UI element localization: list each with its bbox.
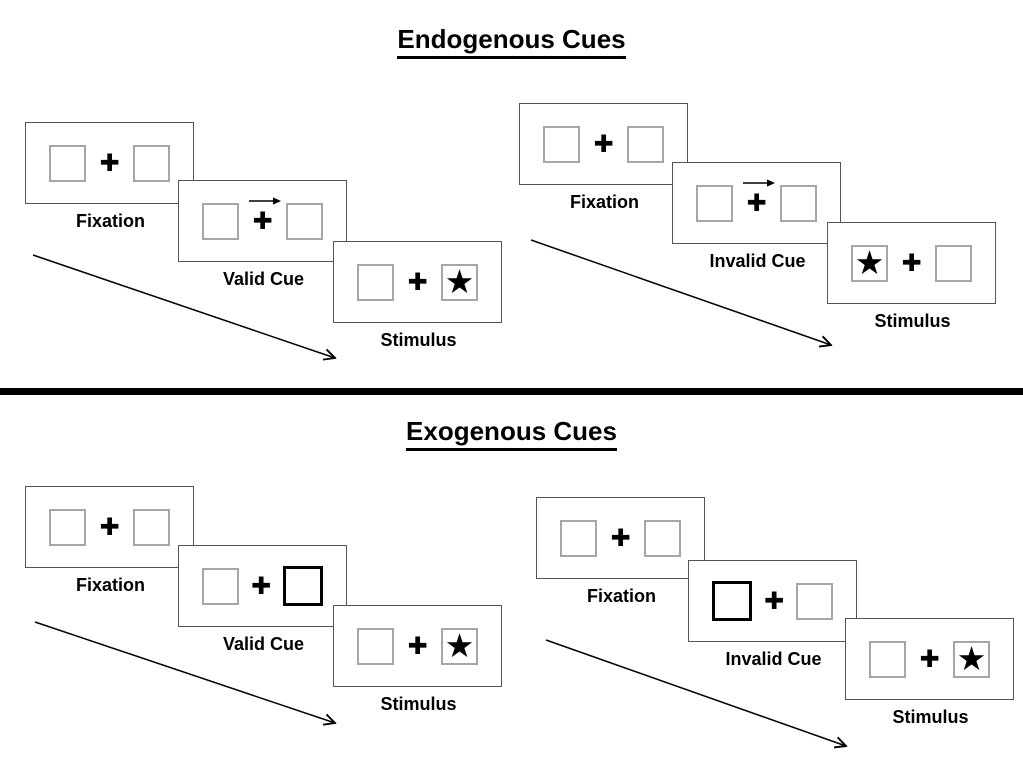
- panel-center: ✚: [249, 197, 282, 235]
- fixation-cross-icon: ✚: [407, 268, 428, 296]
- star-target-icon: ★: [956, 638, 987, 678]
- screen-box: ✚★: [333, 605, 502, 687]
- section-title-endogenous: Endogenous Cues: [0, 24, 1023, 59]
- cue-direction-arrow-icon: [249, 197, 282, 205]
- right-square: [132, 144, 170, 182]
- screen-box: ✚: [25, 486, 194, 568]
- panel-label: Stimulus: [892, 707, 969, 727]
- star-target-icon: ★: [444, 261, 475, 301]
- right-square: [626, 125, 664, 163]
- left-square: [869, 640, 906, 678]
- panel-center: ✚: [99, 515, 119, 539]
- left-square-cue: [712, 581, 752, 621]
- star-target-icon: ★: [854, 242, 885, 282]
- section-title-exogenous: Exogenous Cues: [0, 416, 1023, 451]
- screen-box: ✚: [672, 162, 841, 244]
- panel-label: Invalid Cue: [709, 251, 806, 271]
- panel-label: Fixation: [586, 586, 656, 606]
- fixation-cross-icon: ✚: [250, 572, 272, 600]
- time-arrow-endo-valid: [32, 254, 347, 368]
- panel-exo-valid-cue: ✚ Valid Cue: [178, 545, 349, 655]
- panel-endo-invalid-stimulus: ★✚Stimulus: [827, 222, 998, 332]
- section-divider: [0, 388, 1023, 395]
- panel-exo-valid-stimulus: ✚★Stimulus: [333, 605, 504, 715]
- panel-endo-invalid-fixation: ✚ Fixation: [519, 103, 690, 213]
- fixation-cross-icon: ✚: [919, 645, 940, 673]
- panel-endo-valid-fixation: ✚ Fixation: [25, 122, 196, 232]
- panel-center: ✚: [919, 647, 939, 671]
- fixation-cross-icon: ✚: [252, 207, 273, 235]
- screen-box: ✚: [178, 545, 347, 627]
- panel-label: Fixation: [75, 211, 145, 231]
- right-square: [934, 244, 972, 282]
- left-square: [696, 184, 733, 222]
- time-arrow-exo-valid: [34, 621, 346, 733]
- panel-center: ✚: [99, 151, 119, 175]
- panel-endo-valid-cue: ✚ Valid Cue: [178, 180, 349, 290]
- left-square: [560, 519, 597, 557]
- fixation-cross-icon: ✚: [901, 249, 922, 277]
- left-square: [202, 202, 239, 240]
- screen-box: ✚: [688, 560, 857, 642]
- right-square: [779, 184, 817, 222]
- panel-label: Stimulus: [380, 694, 457, 714]
- panel-label: Invalid Cue: [725, 649, 822, 669]
- panel-exo-valid-fixation: ✚ Fixation: [25, 486, 196, 596]
- right-square: [795, 582, 833, 620]
- right-square-star: ★: [440, 261, 478, 301]
- left-square: [202, 567, 239, 605]
- time-arrow-exo-invalid: [545, 639, 857, 756]
- panel-center: ✚: [610, 526, 630, 550]
- panel-center: ✚: [743, 179, 776, 217]
- right-square-cue: [282, 566, 323, 606]
- right-square-star: ★: [952, 638, 990, 678]
- panel-endo-invalid-cue: ✚ Invalid Cue: [672, 162, 843, 272]
- fixation-cross-icon: ✚: [99, 513, 120, 541]
- panel-center: ✚: [251, 574, 271, 598]
- left-square: [357, 263, 394, 301]
- panel-label: Stimulus: [380, 330, 457, 350]
- left-square: [49, 144, 86, 182]
- screen-box: ✚: [25, 122, 194, 204]
- screen-box: ✚★: [333, 241, 502, 323]
- panel-exo-invalid-cue: ✚ Invalid Cue: [688, 560, 859, 670]
- panel-exo-invalid-stimulus: ✚★Stimulus: [845, 618, 1016, 728]
- screen-box: ✚: [178, 180, 347, 262]
- exogenous-title-text: Exogenous Cues: [406, 416, 617, 451]
- panel-label: Valid Cue: [222, 634, 305, 654]
- left-square: [357, 627, 394, 665]
- fixation-cross-icon: ✚: [593, 130, 614, 158]
- fixation-cross-icon: ✚: [746, 189, 767, 217]
- fixation-cross-icon: ✚: [99, 149, 120, 177]
- panel-center: ✚: [407, 634, 427, 658]
- panel-center: ✚: [764, 589, 784, 613]
- left-square: [49, 508, 86, 546]
- left-square-star: ★: [851, 242, 888, 282]
- right-square: [643, 519, 681, 557]
- panel-label: Valid Cue: [222, 269, 305, 289]
- panel-label: Fixation: [75, 575, 145, 595]
- panel-center: ✚: [407, 270, 427, 294]
- time-arrow-endo-invalid: [530, 239, 842, 355]
- screen-box: ✚: [536, 497, 705, 579]
- endogenous-title-text: Endogenous Cues: [397, 24, 626, 59]
- screen-box: ✚★: [845, 618, 1014, 700]
- screen-box: ★✚: [827, 222, 996, 304]
- right-square: [132, 508, 170, 546]
- panel-label: Stimulus: [874, 311, 951, 331]
- panel-center: ✚: [593, 132, 613, 156]
- panel-exo-invalid-fixation: ✚ Fixation: [536, 497, 707, 607]
- fixation-cross-icon: ✚: [407, 632, 428, 660]
- left-square: [543, 125, 580, 163]
- panel-endo-valid-stimulus: ✚★Stimulus: [333, 241, 504, 351]
- panel-label: Fixation: [569, 192, 639, 212]
- fixation-cross-icon: ✚: [763, 587, 785, 615]
- star-target-icon: ★: [444, 625, 475, 665]
- panel-center: ✚: [901, 251, 921, 275]
- fixation-cross-icon: ✚: [610, 524, 631, 552]
- screen-box: ✚: [519, 103, 688, 185]
- cue-direction-arrow-icon: [743, 179, 776, 187]
- right-square-star: ★: [440, 625, 478, 665]
- right-square: [285, 202, 323, 240]
